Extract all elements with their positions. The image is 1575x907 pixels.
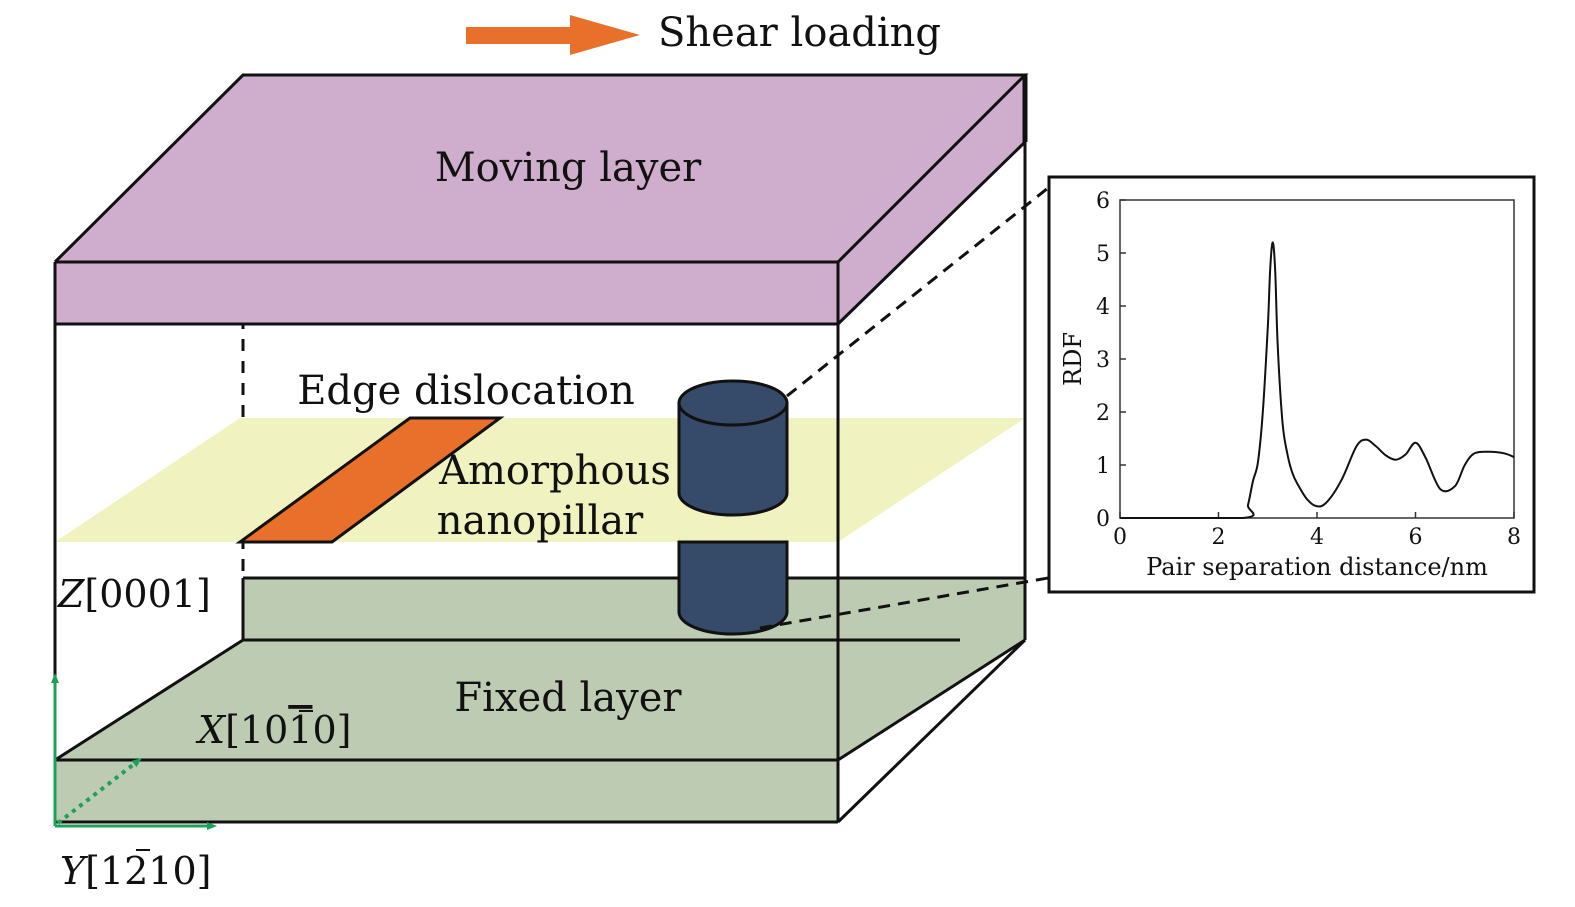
x-tick-label: 2 xyxy=(1212,525,1226,550)
y-tick-label: 4 xyxy=(1096,295,1110,320)
edge-dislocation-shape xyxy=(235,416,505,544)
moving-layer xyxy=(53,73,1029,326)
nanopillar-lower xyxy=(677,540,789,636)
zoom-line-top xyxy=(786,186,1049,398)
y-tick-label: 0 xyxy=(1096,507,1110,532)
rdf-inset: 0 2 4 6 8 0 1 2 3 4 5 6 Pair separation distance/nm… xyxy=(1047,175,1536,594)
shear-loading-label: Shear loading xyxy=(658,10,941,56)
rdf-series-line xyxy=(1120,241,1515,519)
fixed-layer-label: Fixed layer xyxy=(454,675,682,721)
nanopillar-upper xyxy=(677,379,789,517)
fixed-layer xyxy=(54,576,1027,824)
moving-layer-label: Moving layer xyxy=(435,145,702,191)
amorphous-label-line2: nanopillar xyxy=(437,498,644,544)
x-tick-label: 0 xyxy=(1113,525,1127,550)
y-tick-label: 3 xyxy=(1096,348,1110,373)
inset-frame xyxy=(1047,175,1536,594)
amorphous-label-line1: Amorphous xyxy=(438,448,671,494)
y-tick-label: 5 xyxy=(1096,242,1110,267)
zoom-line-bottom xyxy=(759,576,1049,630)
rdf-y-axis-title: RDF xyxy=(1059,332,1087,386)
rdf-ticks: 0 2 4 6 8 0 1 2 3 4 5 6 xyxy=(1096,189,1521,550)
x-axis-arrow xyxy=(56,757,142,825)
y-axis-label: Y[1210] xyxy=(60,849,211,893)
x-tick-label: 4 xyxy=(1310,525,1324,550)
rdf-x-axis-title: Pair separation distance/nm xyxy=(1146,553,1488,581)
x-tick-label: 6 xyxy=(1409,525,1423,550)
edge-dislocation-label: Edge dislocation xyxy=(297,368,635,414)
z-axis-label: Z[0001] xyxy=(57,572,211,616)
y-tick-label: 2 xyxy=(1096,401,1110,426)
shear-arrow-icon xyxy=(466,15,640,55)
y-tick-label: 6 xyxy=(1096,189,1110,214)
x-tick-label: 8 xyxy=(1507,525,1521,550)
y-tick-label: 1 xyxy=(1096,454,1110,479)
coordinate-axes xyxy=(51,673,217,830)
x-axis-label: X[1010] xyxy=(195,708,351,752)
